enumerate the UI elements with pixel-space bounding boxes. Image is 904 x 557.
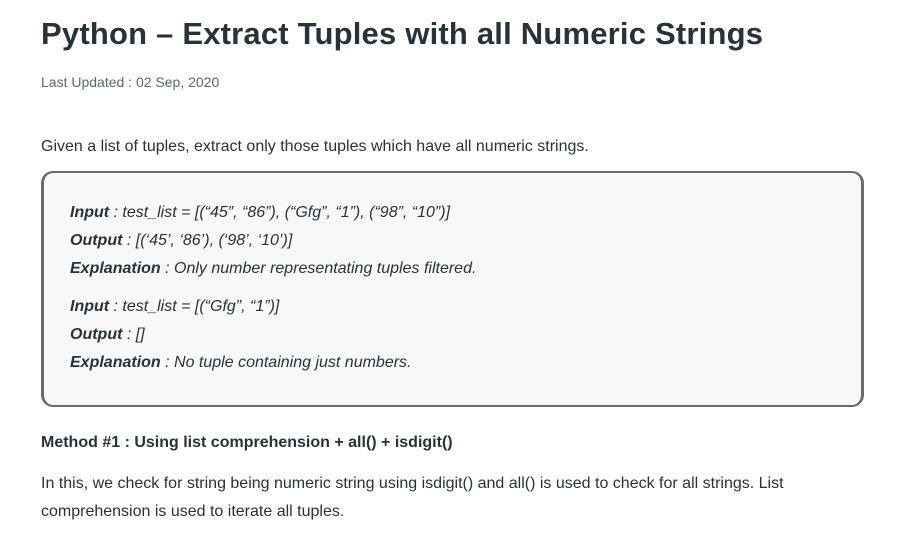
last-updated-date: Last Updated : 02 Sep, 2020: [41, 74, 220, 90]
input-label: Input: [70, 298, 110, 315]
example-input-line: Input : test_list = [(“45”, “86”), (“Gfg…: [70, 199, 861, 227]
input-value: : test_list = [(“45”, “86”), (“Gfg”, “1”…: [109, 204, 451, 221]
method-heading: Method #1 : Using list comprehension + a…: [41, 434, 453, 451]
example-2: Input : test_list = [(“Gfg”, “1”)] Outpu…: [70, 293, 861, 377]
example-output-line: Output : []: [70, 321, 861, 349]
example-1: Input : test_list = [(“45”, “86”), (“Gfg…: [70, 199, 861, 283]
explanation-value: : No tuple containing just numbers.: [160, 354, 412, 371]
example-box: Input : test_list = [(“45”, “86”), (“Gfg…: [41, 171, 864, 407]
example-explanation-line: Explanation : No tuple containing just n…: [70, 349, 861, 377]
input-value: : test_list = [(“Gfg”, “1”)]: [109, 298, 280, 315]
output-value: : [(‘45’, ‘86’), (‘98’, ‘10’)]: [122, 232, 293, 249]
intro-text: Given a list of tuples, extract only tho…: [41, 138, 589, 155]
example-explanation-line: Explanation : Only number representating…: [70, 255, 861, 283]
output-label: Output: [70, 232, 123, 249]
explanation-label: Explanation: [70, 260, 161, 277]
article-title: Python – Extract Tuples with all Numeric…: [41, 16, 764, 51]
output-value: : []: [122, 326, 145, 343]
example-output-line: Output : [(‘45’, ‘86’), (‘98’, ‘10’)]: [70, 227, 861, 255]
output-label: Output: [70, 326, 123, 343]
explanation-label: Explanation: [70, 354, 161, 371]
example-input-line: Input : test_list = [(“Gfg”, “1”)]: [70, 293, 861, 321]
method-paragraph: In this, we check for string being numer…: [41, 475, 784, 520]
input-label: Input: [70, 204, 110, 221]
explanation-value: : Only number representating tuples filt…: [160, 260, 477, 277]
